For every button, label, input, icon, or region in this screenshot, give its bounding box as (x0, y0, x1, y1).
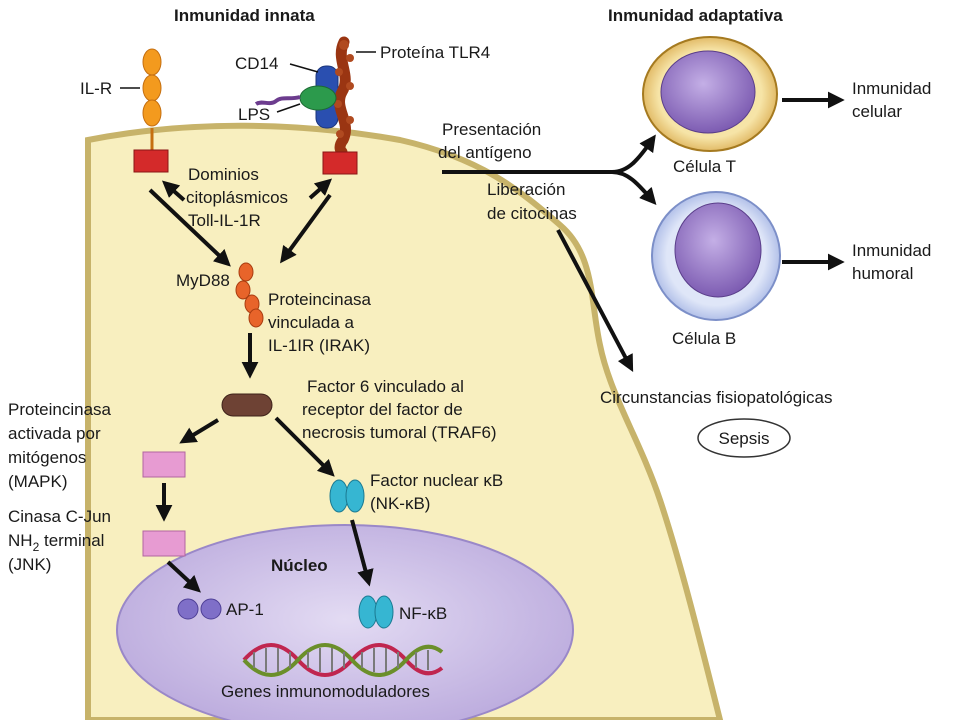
irak-label: Proteincinasa vinculada a IL-1IR (IRAK) (268, 290, 376, 355)
jnk-label: Cinasa C-Jun NH2 terminal (JNK) (8, 507, 116, 574)
myd88-label: MyD88 (176, 271, 230, 290)
lps-leader (276, 103, 301, 113)
tlr4-label: Proteína TLR4 (380, 43, 490, 62)
il-r-receptor (142, 48, 162, 153)
arrow-to-circumstances (556, 229, 634, 372)
traf6-protein (221, 393, 273, 417)
ap1-protein (177, 598, 222, 620)
nucleus (116, 524, 574, 720)
arrow-jnk-to-ap1 (166, 560, 201, 593)
toll-domains-label: Dominios citoplásmicos Toll-IL-1R (186, 165, 293, 230)
genes-label: Genes inmunomoduladores (221, 682, 430, 701)
arrow-tir-right-up (308, 178, 333, 200)
t-cell-label: Célula T (673, 157, 736, 176)
dna-helix-icon (242, 643, 444, 677)
arrow-nfkb-to-nucleus (350, 519, 374, 587)
tlr4-complex (254, 36, 354, 158)
header-adaptive: Inmunidad adaptativa (608, 6, 783, 25)
ap1-label: AP-1 (226, 600, 264, 619)
tlr4-tir-domain (322, 151, 358, 175)
nfkb-nucleus-label: NF-κB (399, 604, 447, 623)
b-cell (651, 191, 781, 321)
t-cell (642, 36, 778, 152)
nfkb-cytoplasm-protein (329, 479, 365, 513)
cd14-label: CD14 (235, 54, 278, 73)
cytokine-release-label: Liberación de citocinas (487, 180, 577, 223)
antigen-presentation-label: Presentación del antígeno (438, 120, 546, 162)
circumstances-label: Circunstancias fisiopatológicas (600, 388, 832, 407)
il-r-label: IL-R (80, 79, 112, 98)
header-innate: Inmunidad innata (174, 6, 315, 25)
nfkb-cytoplasm-label: Factor nuclear κB (NK-κB) (370, 471, 508, 513)
myd88-protein (235, 262, 264, 328)
arrow-traf6-to-mapk (179, 418, 220, 444)
cd14-leader (289, 63, 319, 73)
jnk-box (142, 530, 186, 557)
arrow-tir-left-up (161, 180, 186, 202)
mapk-box (142, 451, 186, 478)
mapk-label: Proteincinasa activada por mitógenos (MA… (8, 400, 116, 491)
arrow-traf6-to-nfkb (274, 416, 335, 477)
arrow-ilr-to-myd88 (148, 188, 231, 267)
il-r-tir-domain (133, 149, 169, 173)
sepsis-oval (697, 418, 791, 458)
traf6-label: Factor 6 vinculado al receptor del facto… (302, 377, 497, 442)
cellular-immunity-label: Inmunidad celular (852, 79, 936, 121)
fork-arrow-to-lymphocytes (442, 134, 657, 206)
sepsis-label: Sepsis (718, 429, 769, 448)
arrow-tlr4-to-myd88 (280, 193, 332, 264)
nfkb-nucleus-protein (358, 595, 394, 629)
nucleus-title: Núcleo (271, 556, 328, 575)
humoral-immunity-label: Inmunidad humoral (852, 241, 936, 283)
b-cell-label: Célula B (672, 329, 736, 348)
lps-label: LPS (238, 105, 270, 124)
